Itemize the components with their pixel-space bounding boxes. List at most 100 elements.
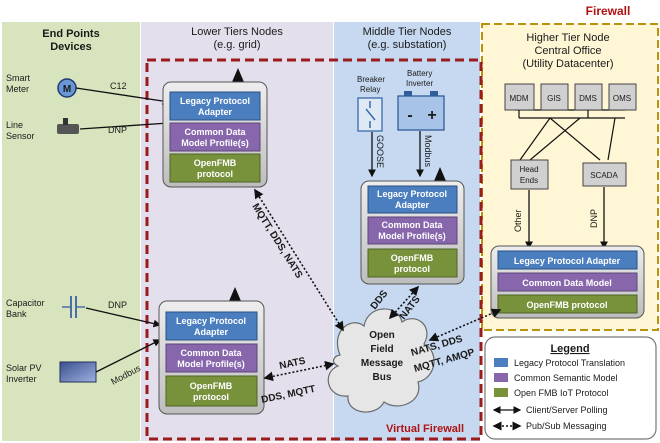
- capacitor-bank-device: Capacitor Bank DNP: [6, 296, 162, 328]
- lower-node-top: Legacy Protocol Adapter Common Data Mode…: [162, 68, 268, 188]
- meter-symbol: M: [63, 84, 71, 95]
- higher-title-3: (Utility Datacenter): [522, 58, 613, 70]
- system-to-scada-line-2: [607, 117, 616, 161]
- virtual-firewall-label: Virtual Firewall: [386, 423, 464, 435]
- middle-pubsub-link: [388, 285, 420, 320]
- lower-bottom-link-label-1: NATS: [278, 356, 307, 372]
- cdm-block: [169, 122, 261, 152]
- breaker-relay-device: Breaker Relay GOOSE: [357, 75, 385, 178]
- central-dnp-label: DNP: [589, 209, 599, 228]
- virtual-firewall-boundary: [145, 58, 483, 441]
- cdm-text-2: Model Profile(s): [181, 138, 249, 148]
- legend-label-cdm: Common Semantic Model: [514, 373, 618, 383]
- legacy-adapter-block: [169, 91, 261, 121]
- goose-label: GOOSE: [375, 135, 385, 168]
- capacitor-dnp-link: [85, 307, 162, 328]
- legend-label-openfmb: Open FMB IoT Protocol: [514, 388, 608, 398]
- system-box: [608, 83, 637, 111]
- solar-modbus-link: [95, 339, 162, 373]
- battery-label-2: Inverter: [406, 79, 433, 88]
- battery-modbus-label: Modbus: [423, 135, 433, 168]
- cdm-text-1: Common Data: [184, 127, 246, 137]
- legacy-adapter-text-2: Adapter: [194, 327, 229, 337]
- system-to-scada-line: [549, 117, 601, 161]
- line-sensor-dnp-link: [79, 119, 171, 130]
- system-label: MDM: [509, 94, 528, 103]
- legacy-adapter-text-2: Adapter: [198, 107, 233, 117]
- smart-meter-device: Smart Meter M C12: [6, 73, 171, 105]
- openfmb-text-1: OpenFMB: [194, 158, 237, 168]
- battery-icon-terminal-1: [404, 91, 412, 96]
- cdm-text-2: Model Profile(s): [378, 231, 446, 241]
- scada-rect: [582, 162, 627, 187]
- antenna-icon: [232, 68, 244, 82]
- capacitor-label-2: Bank: [6, 309, 27, 319]
- sensor-icon: [57, 124, 79, 134]
- system-label: GIS: [547, 94, 561, 103]
- message-bus-cloud: Open Field Message Bus: [327, 308, 435, 413]
- higher-pubsub-link: [428, 308, 502, 342]
- system-to-headends-line: [519, 117, 551, 161]
- legend-pub-sub: Pub/Sub Messaging: [526, 421, 607, 431]
- legacy-adapter-block: [367, 185, 458, 214]
- openfmb-text-2: protocol: [193, 392, 229, 402]
- sensor-icon-stem: [63, 118, 68, 125]
- battery-inverter-device: Battery Inverter - + Modbus: [397, 69, 445, 178]
- solar-panel-icon: [59, 361, 97, 383]
- legacy-adapter-text-1: Legacy Protocol: [377, 189, 447, 199]
- central-openfmb-block: [497, 294, 638, 314]
- higher-title-2: Central Office: [534, 45, 601, 57]
- line-sensor-label-1: Line: [6, 120, 23, 130]
- legacy-adapter-text-1: Legacy Protocol: [180, 96, 250, 106]
- system-oms: OMS: [608, 83, 637, 111]
- legend: Legend Legacy Protocol Translation Commo…: [484, 336, 657, 440]
- legacy-adapter-text-2: Adapter: [395, 200, 430, 210]
- cdm-text-1: Common Data: [180, 348, 242, 358]
- battery-plus-glyph: +: [427, 107, 436, 124]
- breaker-icon-line-2: [365, 108, 376, 121]
- legend-label-legacy: Legacy Protocol Translation: [514, 358, 625, 368]
- central-legacy-block: [497, 250, 638, 270]
- lower-bottom-pubsub-link: [263, 360, 335, 382]
- higher-title-1: Higher Tier Node: [526, 32, 609, 44]
- system-gis: GIS: [540, 83, 569, 111]
- firewall-label: Firewall: [586, 4, 631, 18]
- central-cdm-text: Common Data Model: [522, 278, 612, 288]
- legend-client-server: Client/Server Polling: [526, 405, 608, 415]
- legend-swatch-cdm: [494, 373, 508, 382]
- head-ends-text-2: Ends: [520, 176, 538, 185]
- middle-node: Legacy Protocol Adapter Common Data Mode…: [360, 167, 465, 285]
- other-link-label: Other: [513, 209, 523, 232]
- c12-link: [75, 87, 171, 105]
- legend-frame: [484, 336, 657, 440]
- capacitor-label-1: Capacitor: [6, 298, 45, 308]
- middle-title-2: (e.g. substation): [368, 39, 447, 51]
- solar-label-1: Solar PV: [6, 363, 42, 373]
- system-label: OMS: [613, 94, 631, 103]
- lower-top-pubsub-link: [254, 188, 344, 332]
- scada-box: SCADA: [582, 162, 627, 187]
- system-label: DMS: [579, 94, 597, 103]
- central-legacy-text: Legacy Protocol Adapter: [514, 256, 621, 266]
- legend-swatch-openfmb: [494, 388, 508, 397]
- battery-minus-glyph: -: [407, 107, 412, 124]
- lower-title-2: (e.g. grid): [213, 39, 260, 51]
- cdm-block: [367, 216, 458, 245]
- battery-label-1: Battery: [407, 69, 432, 78]
- openfmb-block: [367, 248, 458, 278]
- smart-meter-label-1: Smart: [6, 73, 31, 83]
- system-box: [540, 83, 569, 111]
- endpoints-title-1: End Points: [42, 28, 99, 40]
- openfmb-text-2: protocol: [394, 264, 430, 274]
- system-box: [504, 83, 535, 111]
- bus-text-1: Open: [369, 330, 395, 341]
- endpoints-title-2: Devices: [50, 41, 92, 53]
- openfmb-block: [165, 375, 258, 407]
- head-ends-rect: [510, 159, 549, 190]
- legend-swatch-legacy: [494, 358, 508, 367]
- bus-text-2: Field: [370, 344, 393, 355]
- central-openfmb-text: OpenFMB protocol: [527, 300, 608, 310]
- bus-text-3: Message: [361, 358, 404, 369]
- antenna-icon: [229, 287, 241, 301]
- breaker-label-2: Relay: [360, 85, 380, 94]
